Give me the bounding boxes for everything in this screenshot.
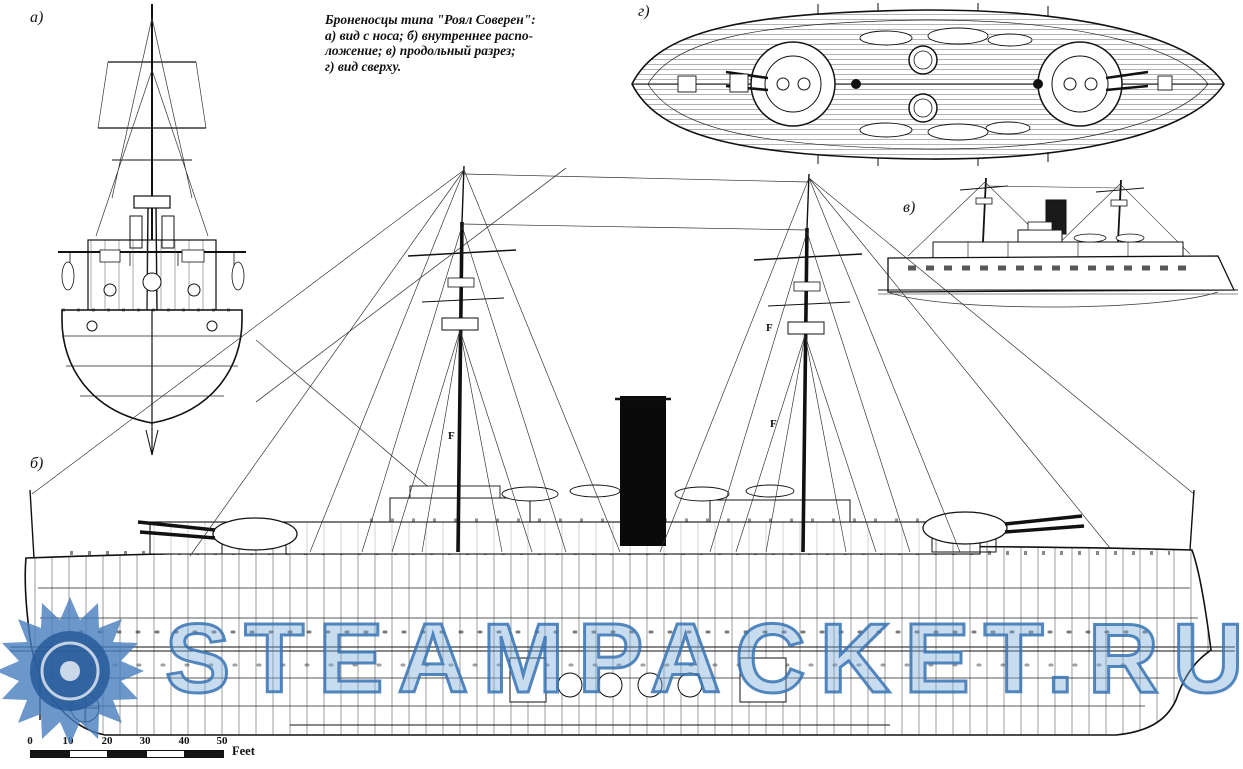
caption: Броненосцы типа "Роял Соверен": а) вид с…	[325, 12, 536, 74]
view-label-v: в)	[903, 199, 916, 216]
scale-tick: 50	[216, 735, 228, 747]
main-side-view-drawing	[10, 165, 1235, 736]
plan-view-drawing	[631, 3, 1225, 166]
view-label-g: г)	[638, 3, 650, 20]
view-label-a: а)	[30, 9, 44, 26]
scale-tick: 0	[27, 735, 33, 747]
caption-line: г) вид сверху.	[325, 58, 402, 74]
scale-tick: 40	[178, 735, 190, 747]
scale-bar	[30, 750, 224, 758]
mast-label-f: F	[448, 430, 455, 442]
view-label-b: б)	[30, 455, 44, 472]
scale-unit-label: Feet	[232, 744, 255, 758]
mast-label-f: F	[766, 322, 773, 334]
caption-line: а) вид с носа; б) внутреннее распо-	[325, 27, 534, 43]
mast-label-f: F	[770, 418, 777, 430]
caption-line: Броненосцы типа "Роял Соверен":	[325, 12, 536, 27]
profile-view-drawing	[878, 177, 1238, 308]
scale-tick: 10	[62, 735, 74, 747]
bow-view-drawing	[58, 4, 246, 456]
scale-tick: 30	[139, 735, 151, 747]
caption-line: ложение; в) продольный разрез;	[325, 43, 516, 58]
scale-tick: 20	[101, 735, 113, 747]
